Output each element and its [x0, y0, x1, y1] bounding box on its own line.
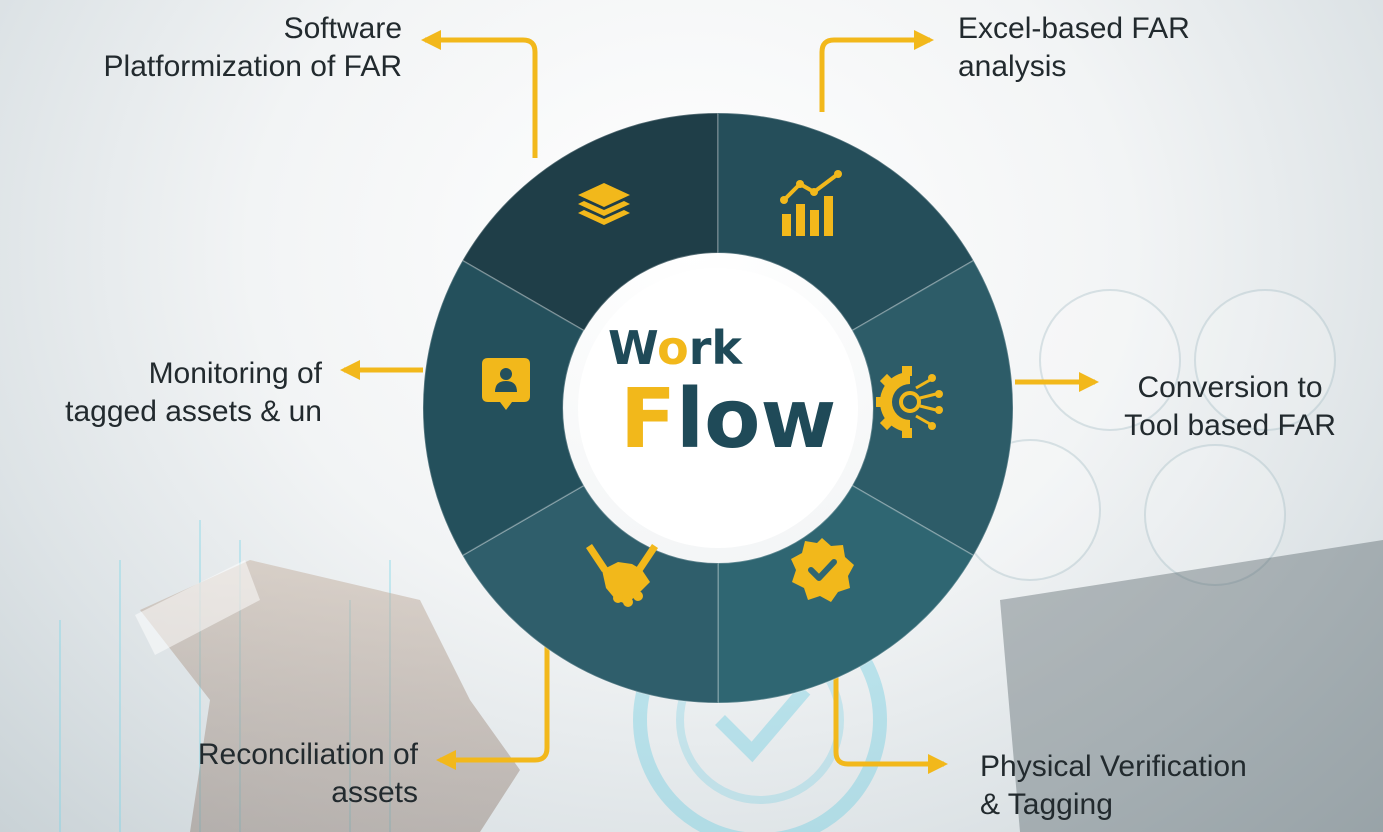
center-flow-f: F [620, 372, 677, 467]
gear-circuit-icon [876, 366, 943, 438]
layers-icon [578, 183, 630, 225]
connectors [340, 30, 1099, 774]
center-word-flow: Flow [620, 372, 836, 468]
faint-icon-circles [959, 289, 1336, 586]
segment-physical [717, 484, 975, 704]
center-work-w: W [608, 321, 658, 375]
step-monitoring-line2: tagged assets & un [65, 395, 322, 428]
verified-badge-icon [791, 538, 854, 602]
segment-software [461, 112, 719, 332]
step-physical-line2: & Tagging [980, 788, 1113, 821]
center-disc [578, 268, 858, 548]
step-monitoring-line1: Monitoring of [148, 357, 322, 390]
step-conversion-line1: Conversion to [1137, 371, 1323, 404]
connector-physical [833, 668, 948, 774]
step-label-software: Software Platformization of FAR [10, 10, 402, 86]
cuff-silhouette [135, 560, 260, 655]
handshake-icon [586, 544, 658, 607]
step-conversion-line2: Tool based FAR [1124, 409, 1336, 442]
step-software-line1: Software [283, 12, 402, 45]
step-excel-line2: analysis [958, 50, 1067, 83]
center-work-o: o [657, 321, 689, 375]
step-label-reconciliation: Reconciliation of assets [60, 736, 418, 812]
step-label-monitoring: Monitoring of tagged assets & un [0, 355, 322, 431]
segment-excel [717, 112, 975, 332]
user-badge-icon [482, 358, 530, 410]
center-word-work: Work [608, 320, 742, 376]
step-excel-line1: Excel-based FAR [958, 12, 1190, 45]
segment-monitoring [422, 259, 585, 557]
step-label-physical: Physical Verification & Tagging [980, 748, 1360, 824]
hand-silhouette [140, 560, 520, 832]
connector-software [421, 30, 538, 158]
laptop-silhouette [1000, 540, 1383, 832]
segment-reconciliation [461, 484, 719, 704]
step-label-conversion: Conversion to Tool based FAR [1095, 369, 1365, 445]
step-reconciliation-line2: assets [331, 776, 418, 809]
step-software-line2: Platformization of FAR [103, 50, 402, 83]
ring [422, 112, 1014, 704]
step-physical-line1: Physical Verification [980, 750, 1247, 783]
step-label-excel: Excel-based FAR analysis [958, 10, 1358, 86]
center-work-rk: rk [688, 321, 742, 375]
connector-reconciliation [436, 645, 550, 770]
center-flow-low: low [676, 372, 837, 467]
connector-excel [819, 30, 934, 112]
step-reconciliation-line1: Reconciliation of [197, 738, 418, 771]
bar-chart-trend-icon [780, 170, 842, 236]
